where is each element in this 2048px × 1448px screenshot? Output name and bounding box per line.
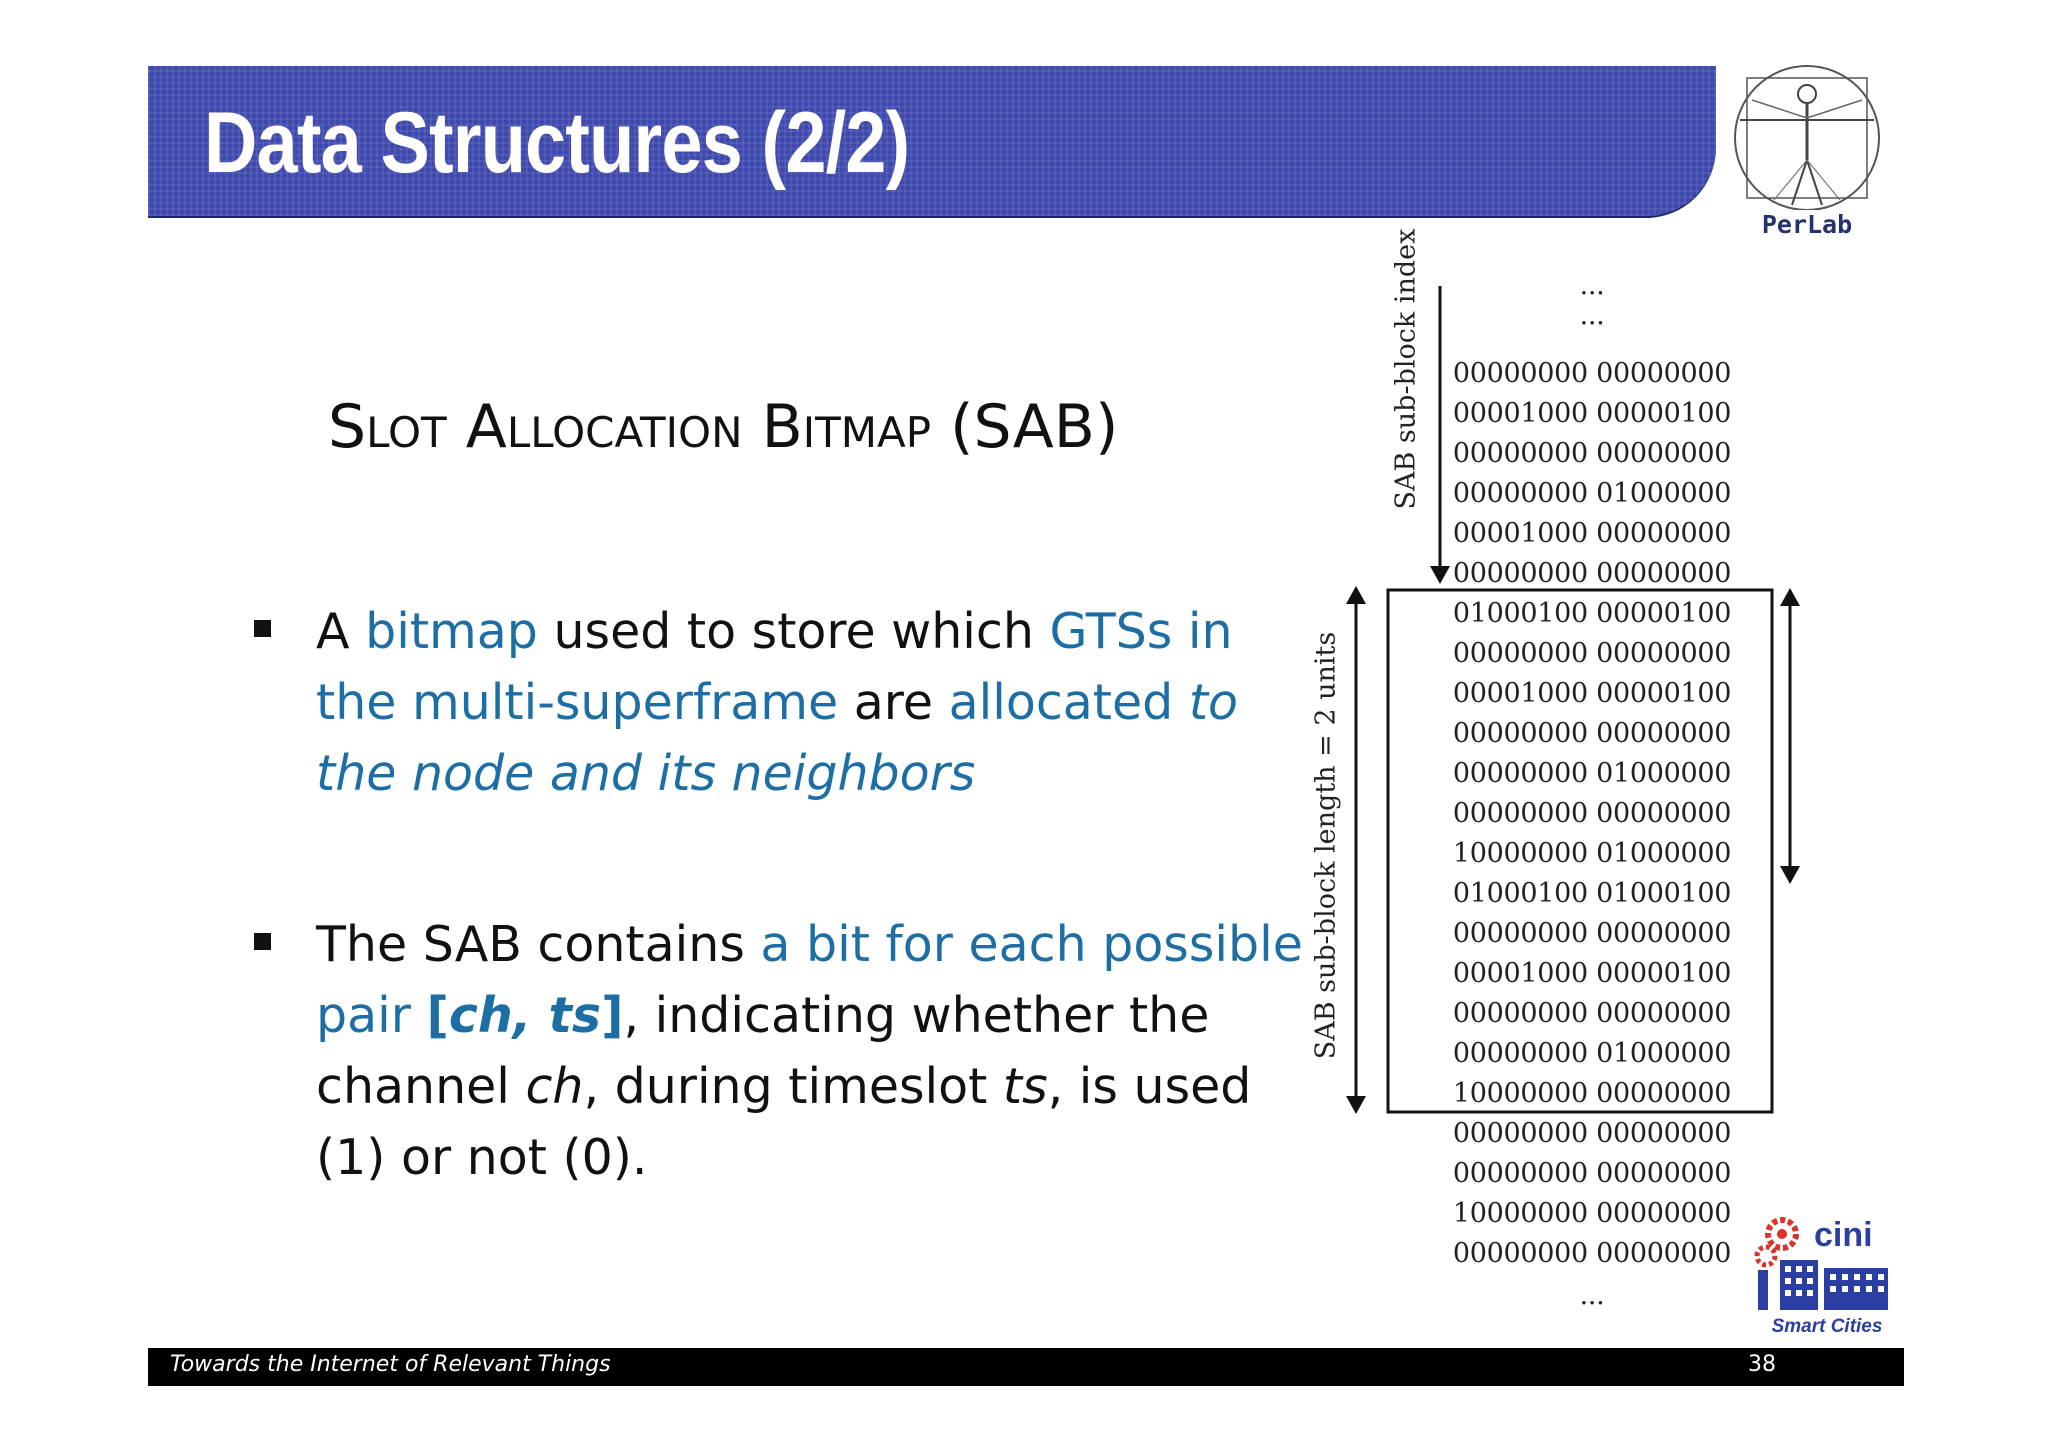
cini-smart-cities-logo: cini Smart Cities (1752, 1212, 1902, 1337)
title-banner: Data Structures (2/2) (148, 66, 1716, 218)
figure-arrows (1346, 286, 1800, 1114)
bitmap-row: 00000000 00000000 (1452, 1238, 1732, 1269)
section-subtitle: Slot Allocation Bitmap (SAB) (328, 392, 1119, 462)
footer-bar: Towards the Internet of Relevant Things … (148, 1348, 1904, 1386)
bitmap-row: 00000000 00000000 (1452, 918, 1732, 949)
perlab-label: PerLab (1761, 210, 1853, 239)
bitmap-row: 00000000 00000000 (1452, 718, 1732, 749)
bitmap-row: 10000000 00000000 (1452, 1198, 1732, 1229)
bitmap-row: 00000000 00000000 (1452, 1158, 1732, 1189)
bitmap-row: 00001000 00000100 (1452, 678, 1732, 709)
slide-title: Data Structures (2/2) (204, 95, 910, 191)
index-axis-label: SAB sub-block index (1390, 228, 1422, 510)
bitmap-row: 00001000 00000100 (1452, 958, 1732, 989)
bitmap-row: 00000000 01000000 (1452, 1038, 1732, 1069)
bitmap-row: 00000000 00000000 (1452, 998, 1732, 1029)
bitmap-row: 00001000 00000000 (1452, 518, 1732, 549)
bullet-list: A bitmap used to store which GTSs in the… (250, 596, 1310, 1193)
cini-logo-icon: cini (1754, 1216, 1888, 1310)
bitmap-row: 00000000 00000000 (1452, 358, 1732, 389)
ellipsis-top-2: ... (1579, 300, 1605, 331)
arrow-down-icon (1430, 566, 1450, 584)
bitmap-row: 00000000 01000000 (1452, 478, 1732, 509)
bitmap-row: 10000000 01000000 (1452, 838, 1732, 869)
bitmap-row: 00000000 01000000 (1452, 758, 1732, 789)
arrow-down-icon (1780, 866, 1800, 884)
ellipsis-bottom: ... (1579, 1280, 1605, 1311)
bullet-square-icon (254, 933, 271, 950)
cini-label: Smart Cities (1771, 1316, 1883, 1337)
bullet-item-sab-bits: The SAB contains a bit for each possible… (250, 909, 1310, 1193)
bullet-item-bitmap: A bitmap used to store which GTSs in the… (250, 596, 1310, 809)
sab-bitmap-figure: ... ... 00000000 00000000 00001000 00000… (1296, 229, 1816, 1320)
bullet-square-icon (254, 620, 271, 637)
footer-tagline: Towards the Internet of Relevant Things (170, 1352, 611, 1377)
sub-block-box (1386, 588, 1774, 1114)
ellipsis-top-1: ... (1579, 270, 1605, 301)
page-number: 38 (1748, 1352, 1776, 1377)
arrow-up-icon (1346, 586, 1366, 604)
vitruvian-man-icon (1734, 65, 1880, 211)
bitmap-row: 00000000 00000000 (1452, 798, 1732, 829)
length-axis-label: SAB sub-block length = 2 units (1310, 631, 1342, 1060)
bitmap-row: 00000000 00000000 (1452, 638, 1732, 669)
arrow-up-icon (1780, 588, 1800, 606)
bitmap-row: 00000000 00000000 (1452, 438, 1732, 469)
svg-text:cini: cini (1814, 1216, 1873, 1254)
bitmap-row: 01000100 00000100 (1452, 598, 1732, 629)
bitmap-row: 10000000 00000000 (1452, 1078, 1732, 1109)
bitmap-row: 01000100 01000100 (1452, 878, 1732, 909)
perlab-logo: PerLab (1722, 60, 1892, 240)
bitmap-row: 00001000 00000100 (1452, 398, 1732, 429)
bitmap-row: 00000000 00000000 (1452, 558, 1732, 589)
bitmap-row: 00000000 00000000 (1452, 1118, 1732, 1149)
arrow-down-icon (1346, 1096, 1366, 1114)
